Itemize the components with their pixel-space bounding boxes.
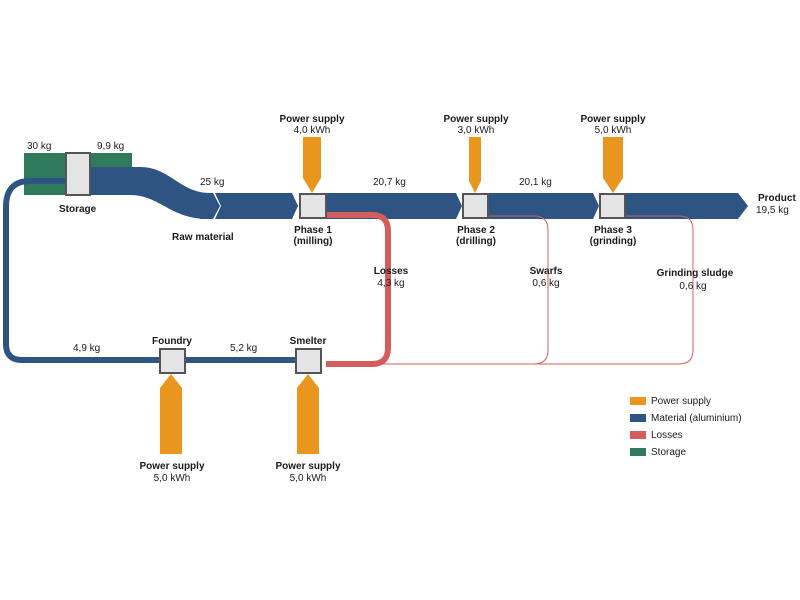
storage-label: Storage bbox=[59, 204, 97, 215]
legend-swatch-storage bbox=[630, 448, 646, 456]
storage-node bbox=[65, 152, 91, 196]
phase3-power-label: Power supply bbox=[580, 114, 645, 125]
swarfs-flow bbox=[326, 215, 549, 365]
smelter-power-value: 5,0 kWh bbox=[290, 473, 327, 484]
legend-item-power: Power supply bbox=[630, 394, 711, 408]
foundry-storage-value: 4,9 kg bbox=[73, 343, 100, 354]
power-arrow-smelter bbox=[297, 374, 319, 454]
smelter-foundry-value: 5,2 kg bbox=[230, 343, 257, 354]
smelter-label: Smelter bbox=[290, 336, 327, 347]
legend-item-losses: Losses bbox=[630, 428, 683, 442]
phase2-power-value: 3,0 kWh bbox=[458, 125, 495, 136]
raw-material-value: 25 kg bbox=[200, 177, 224, 188]
phase3-sublabel: (grinding) bbox=[590, 236, 637, 247]
flow-product bbox=[625, 193, 748, 219]
phase2-power-label: Power supply bbox=[443, 114, 508, 125]
phase1-phase2-value: 20,7 kg bbox=[373, 177, 406, 188]
power-arrow-phase3 bbox=[603, 137, 623, 193]
phase1-sublabel: (milling) bbox=[294, 236, 333, 247]
foundry-label: Foundry bbox=[152, 336, 192, 347]
phase3-label: Phase 3 bbox=[594, 225, 632, 236]
storage-flow-in bbox=[24, 153, 66, 195]
phase1-label: Phase 1 bbox=[294, 225, 332, 236]
swarfs-value: 0,6 kg bbox=[532, 278, 559, 289]
legend-label-material: Material (aluminium) bbox=[651, 412, 742, 424]
raw-material-arrow bbox=[200, 193, 220, 219]
flow-phase2-phase3 bbox=[488, 193, 599, 219]
foundry-power-value: 5,0 kWh bbox=[154, 473, 191, 484]
flow-foundry-storage bbox=[3, 178, 160, 363]
flow-to-phase1 bbox=[215, 193, 298, 219]
raw-material-flow bbox=[90, 167, 213, 219]
flow-smelter-foundry bbox=[185, 357, 295, 363]
product-label: Product bbox=[758, 193, 796, 204]
phase3-power-value: 5,0 kWh bbox=[595, 125, 632, 136]
sludge-flow bbox=[326, 215, 694, 365]
legend-label-losses: Losses bbox=[651, 429, 683, 441]
phase3-node bbox=[599, 193, 626, 219]
phase2-label: Phase 2 bbox=[457, 225, 495, 236]
smelter-node bbox=[295, 348, 322, 374]
legend-swatch-material bbox=[630, 414, 646, 422]
losses-label: Losses bbox=[374, 266, 409, 277]
phase2-phase3-value: 20,1 kg bbox=[519, 177, 552, 188]
power-arrow-phase1 bbox=[303, 137, 321, 193]
storage-in-value: 30 kg bbox=[27, 141, 51, 152]
phase1-node bbox=[299, 193, 327, 219]
legend-swatch-losses bbox=[630, 431, 646, 439]
phase1-power-label: Power supply bbox=[279, 114, 344, 125]
storage-flow-out bbox=[90, 153, 132, 167]
foundry-node bbox=[159, 348, 186, 374]
losses-flow bbox=[326, 212, 391, 367]
legend-swatch-power bbox=[630, 397, 646, 405]
storage-out-value: 9,9 kg bbox=[97, 141, 124, 152]
product-value: 19,5 kg bbox=[756, 205, 789, 216]
power-arrow-phase2 bbox=[469, 137, 481, 193]
phase2-sublabel: (drilling) bbox=[456, 236, 496, 247]
losses-value: 4,3 kg bbox=[377, 278, 404, 289]
smelter-power-label: Power supply bbox=[275, 461, 340, 472]
legend-label-power: Power supply bbox=[651, 395, 712, 407]
sludge-label: Grinding sludge bbox=[657, 268, 734, 279]
foundry-power-label: Power supply bbox=[139, 461, 204, 472]
phase1-power-value: 4,0 kWh bbox=[294, 125, 331, 136]
legend-item-storage: Storage bbox=[630, 445, 686, 459]
raw-material-label: Raw material bbox=[172, 232, 234, 243]
sludge-value: 0,6 kg bbox=[679, 281, 706, 292]
legend-item-material: Material (aluminium) bbox=[630, 411, 742, 425]
swarfs-label: Swarfs bbox=[530, 266, 563, 277]
legend-label-storage: Storage bbox=[651, 446, 687, 458]
phase2-node bbox=[462, 193, 489, 219]
power-arrow-foundry bbox=[160, 374, 182, 454]
